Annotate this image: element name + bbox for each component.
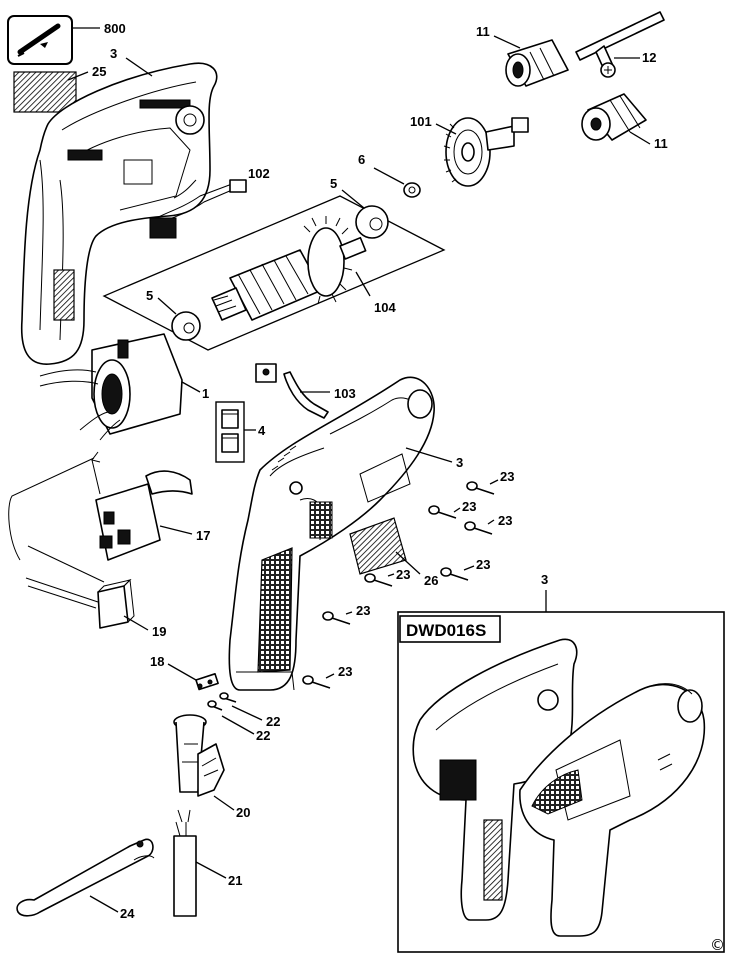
power-cord-part [173,809,197,917]
housing-left-half [20,62,218,365]
chuck-key-part [575,11,665,78]
callout-23-a: 23 [500,469,514,484]
capacitor-part [97,578,135,629]
brush-holder-part [255,363,329,419]
armature-part [211,216,367,321]
callout-22-a: 22 [266,714,280,729]
carbon-brushes-box [215,401,245,463]
callout-17: 17 [196,528,210,543]
screw-part [302,481,495,689]
label-sticker-part [349,517,407,575]
callout-6: 6 [358,152,365,167]
switch-wire-part [8,451,105,609]
model-code: DWD016S [406,621,486,640]
callout-12: 12 [642,50,656,65]
callout-22-b: 22 [256,728,270,743]
callout-104: 104 [374,300,396,315]
bearing-part [171,311,201,341]
callout-26: 26 [424,573,438,588]
dwd016s-variant-panel [397,590,725,953]
keyless-chuck-part [581,93,647,141]
cord-protector-part [173,714,225,797]
callout-3-drill: 3 [456,455,463,470]
screw-part [207,692,237,711]
spindle-gear-part [443,117,529,187]
wrench-tool-part [16,838,155,917]
callout-11-keyless: 11 [654,136,668,151]
callout-4: 4 [258,423,266,438]
callout-5-bottom: 5 [146,288,153,303]
callout-23-g: 23 [338,664,352,679]
trigger-switch-part [91,459,193,561]
callout-102: 102 [248,166,270,181]
callout-23-e: 23 [396,567,410,582]
callout-23-c: 23 [498,513,512,528]
callout-19: 19 [152,624,166,639]
clip-part [195,673,219,691]
callout-23-d: 23 [476,557,490,572]
callout-23-b: 23 [462,499,476,514]
drill-assembly-part [228,376,435,691]
label-sticker-part [13,71,77,113]
callout-800: 800 [104,21,126,36]
washer-part [403,182,421,198]
callout-103: 103 [334,386,356,401]
callout-23-f: 23 [356,603,370,618]
callout-1: 1 [202,386,209,401]
callout-5-top: 5 [330,176,337,191]
callout-11-top: 11 [476,24,490,39]
callout-25: 25 [92,64,106,79]
callout-3-variant: 3 [541,572,548,587]
wire-connector-part [149,179,247,239]
callout-18: 18 [150,654,164,669]
field-coil-part [39,333,183,441]
callout-20: 20 [236,805,250,820]
callout-labels: 800 25 3 102 11 12 101 11 6 5 5 104 1 10… [92,21,725,954]
callout-101: 101 [410,114,432,129]
callout-24: 24 [120,906,135,921]
copyright-mark: © [710,936,725,954]
bearing-part [355,205,389,239]
callout-3-housing: 3 [110,46,117,61]
keyed-chuck-part [505,39,569,87]
tool-kit-icon [7,15,73,65]
callout-21: 21 [228,873,242,888]
